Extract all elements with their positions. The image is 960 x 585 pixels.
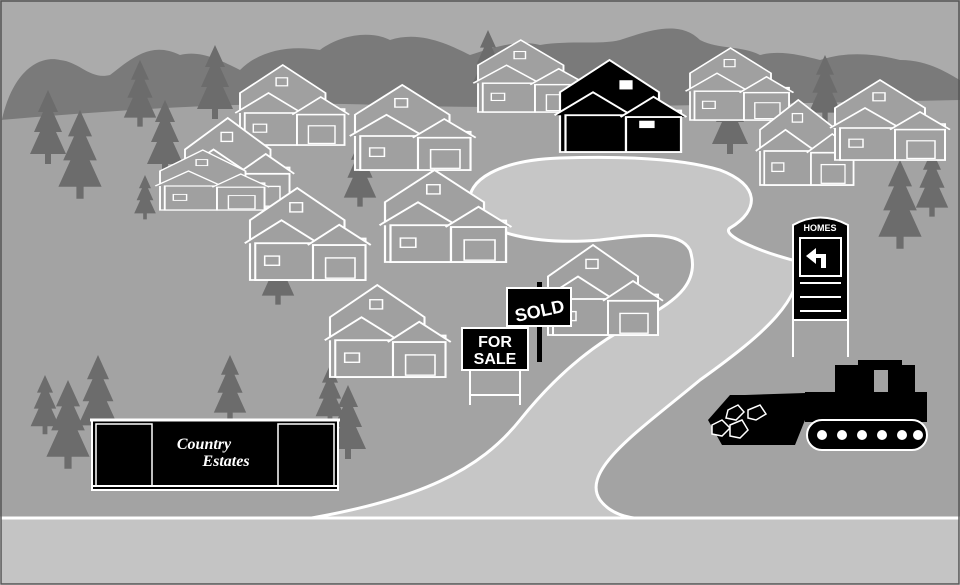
- foreground-strip: [0, 516, 960, 585]
- entrance-monument-sign: Country Estates: [90, 418, 340, 491]
- for-sale-sign: FOR SALE: [461, 327, 529, 405]
- sold-sign: SOLD: [506, 282, 572, 362]
- bulldozer-icon: [708, 360, 928, 451]
- for-sale-line2: SALE: [474, 351, 517, 368]
- arrow-turn-left-icon: [806, 248, 826, 268]
- winding-road: [299, 155, 802, 522]
- for-sale-line1: FOR: [478, 334, 512, 351]
- entrance-sign-line2: Estates: [201, 453, 249, 470]
- sold-house-dark: [553, 58, 688, 153]
- entrance-sign-line1: Country: [177, 436, 232, 453]
- homes-sign-label: HOMES: [803, 223, 836, 233]
- homes-sign: HOMES: [792, 216, 849, 357]
